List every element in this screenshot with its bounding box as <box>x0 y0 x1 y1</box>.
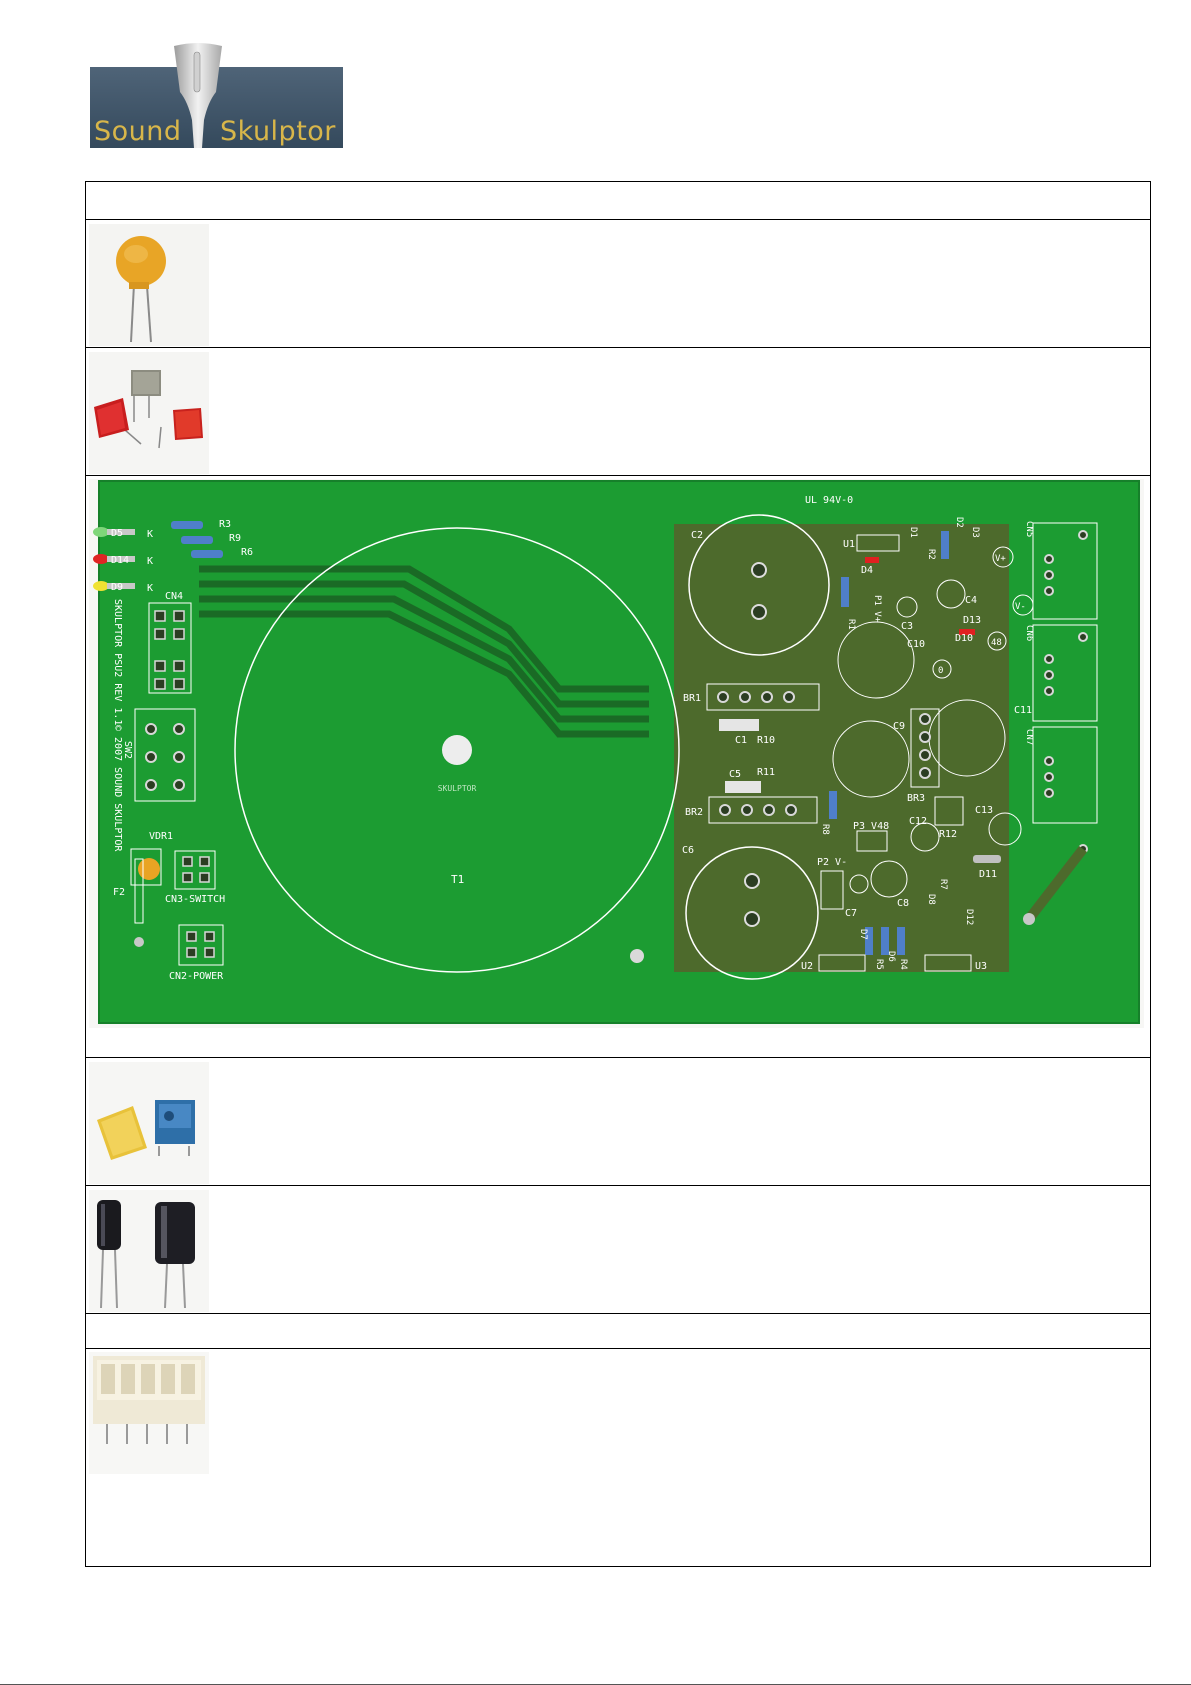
pcb-leds <box>93 527 135 591</box>
electrolytic-capacitors-photo <box>89 1190 209 1312</box>
svg-text:R2: R2 <box>926 549 936 560</box>
svg-text:R9: R9 <box>229 533 241 544</box>
svg-text:BR2: BR2 <box>685 807 703 818</box>
svg-text:BR3: BR3 <box>907 793 925 804</box>
row-divider <box>85 1313 1151 1314</box>
row-divider <box>85 1348 1151 1349</box>
logo-word-skulptor: Skulptor <box>220 116 336 147</box>
svg-text:C11: C11 <box>1014 705 1032 716</box>
svg-text:CN3-SWITCH: CN3-SWITCH <box>165 894 225 905</box>
svg-text:C12: C12 <box>909 816 927 827</box>
svg-text:D14: D14 <box>111 555 129 566</box>
svg-text:D4: D4 <box>861 565 873 576</box>
svg-text:CN6: CN6 <box>1024 625 1034 641</box>
svg-text:48: 48 <box>991 638 1002 648</box>
table-header-divider <box>85 219 1151 220</box>
svg-text:U2: U2 <box>801 961 813 972</box>
svg-text:C13: C13 <box>975 805 993 816</box>
svg-text:D13: D13 <box>963 615 981 626</box>
svg-text:P1 V+: P1 V+ <box>872 595 882 623</box>
sound-skulptor-logo: Sound Skulptor <box>90 40 343 150</box>
svg-text:R12: R12 <box>939 829 957 840</box>
svg-text:C5: C5 <box>729 769 741 780</box>
svg-text:D2: D2 <box>954 517 964 528</box>
svg-text:D3: D3 <box>970 527 980 538</box>
svg-text:SW2: SW2 <box>122 741 133 759</box>
pcb-ul-label: UL 94V-0 <box>805 495 853 506</box>
logo-word-sound: Sound <box>94 116 182 147</box>
svg-text:D11: D11 <box>979 869 997 880</box>
svg-text:C1: C1 <box>735 735 747 746</box>
svg-text:V-: V- <box>1015 602 1026 612</box>
svg-text:C7: C7 <box>845 908 857 919</box>
svg-text:C4: C4 <box>965 595 977 606</box>
svg-text:VDR1: VDR1 <box>149 831 173 842</box>
row-divider <box>85 475 1151 476</box>
svg-text:C2: C2 <box>691 530 703 541</box>
capacitor-and-trimmer-photo <box>89 1062 209 1184</box>
svg-text:V+: V+ <box>995 554 1006 564</box>
svg-text:K: K <box>147 529 153 540</box>
svg-text:R8: R8 <box>820 824 830 835</box>
row-divider <box>85 1057 1151 1058</box>
svg-text:CN5: CN5 <box>1024 521 1034 537</box>
pcb-transformer-brand: SKULPTOR <box>438 784 477 793</box>
svg-text:R10: R10 <box>757 735 775 746</box>
svg-text:R7: R7 <box>938 879 948 890</box>
svg-text:P3 V48: P3 V48 <box>853 821 889 832</box>
svg-text:C10: C10 <box>907 639 925 650</box>
pcb-label-t1: T1 <box>451 873 464 886</box>
svg-text:D10: D10 <box>955 633 973 644</box>
svg-text:D8: D8 <box>926 894 936 905</box>
svg-text:C9: C9 <box>893 721 905 732</box>
svg-text:D9: D9 <box>111 582 123 593</box>
connector-header-photo <box>89 1352 209 1474</box>
svg-text:CN7: CN7 <box>1024 729 1034 745</box>
svg-text:U1: U1 <box>843 539 855 550</box>
svg-text:C8: C8 <box>897 898 909 909</box>
svg-text:R5: R5 <box>874 959 884 970</box>
svg-text:D5: D5 <box>111 528 123 539</box>
row-divider <box>85 1185 1151 1186</box>
pcb-board-photo: SKULPTOR T1 UL 94V-0 D5 D14 D9 K K K R3 … <box>89 479 1144 1028</box>
svg-text:R3: R3 <box>219 519 231 530</box>
svg-text:K: K <box>147 556 153 567</box>
svg-text:C3: C3 <box>901 621 913 632</box>
svg-text:P2 V-: P2 V- <box>817 857 847 868</box>
row-divider <box>85 347 1151 348</box>
svg-text:K: K <box>147 583 153 594</box>
svg-text:D6: D6 <box>886 951 896 962</box>
svg-text:R6: R6 <box>241 547 253 558</box>
svg-text:F2: F2 <box>113 887 125 898</box>
film-capacitors-photo <box>89 352 209 474</box>
svg-text:0: 0 <box>938 666 943 676</box>
svg-text:D1: D1 <box>908 527 918 538</box>
svg-text:R11: R11 <box>757 767 775 778</box>
pcb-board-name: SKULPTOR PSU2 REV 1.1 <box>112 599 123 725</box>
svg-text:D7: D7 <box>858 929 868 940</box>
svg-text:C6: C6 <box>682 845 694 856</box>
svg-text:R4: R4 <box>898 959 908 970</box>
svg-text:D12: D12 <box>964 909 974 925</box>
component-table <box>85 181 1151 1567</box>
svg-text:CN2-POWER: CN2-POWER <box>169 971 224 982</box>
svg-text:U3: U3 <box>975 961 987 972</box>
svg-text:R1: R1 <box>846 619 856 630</box>
pcb-copyright: © 2007 SOUND SKULPTOR <box>112 725 123 852</box>
svg-text:CN4: CN4 <box>165 591 183 602</box>
ceramic-capacitor-photo <box>89 224 209 346</box>
logo-sculpture-icon <box>174 43 222 148</box>
svg-text:BR1: BR1 <box>683 693 701 704</box>
